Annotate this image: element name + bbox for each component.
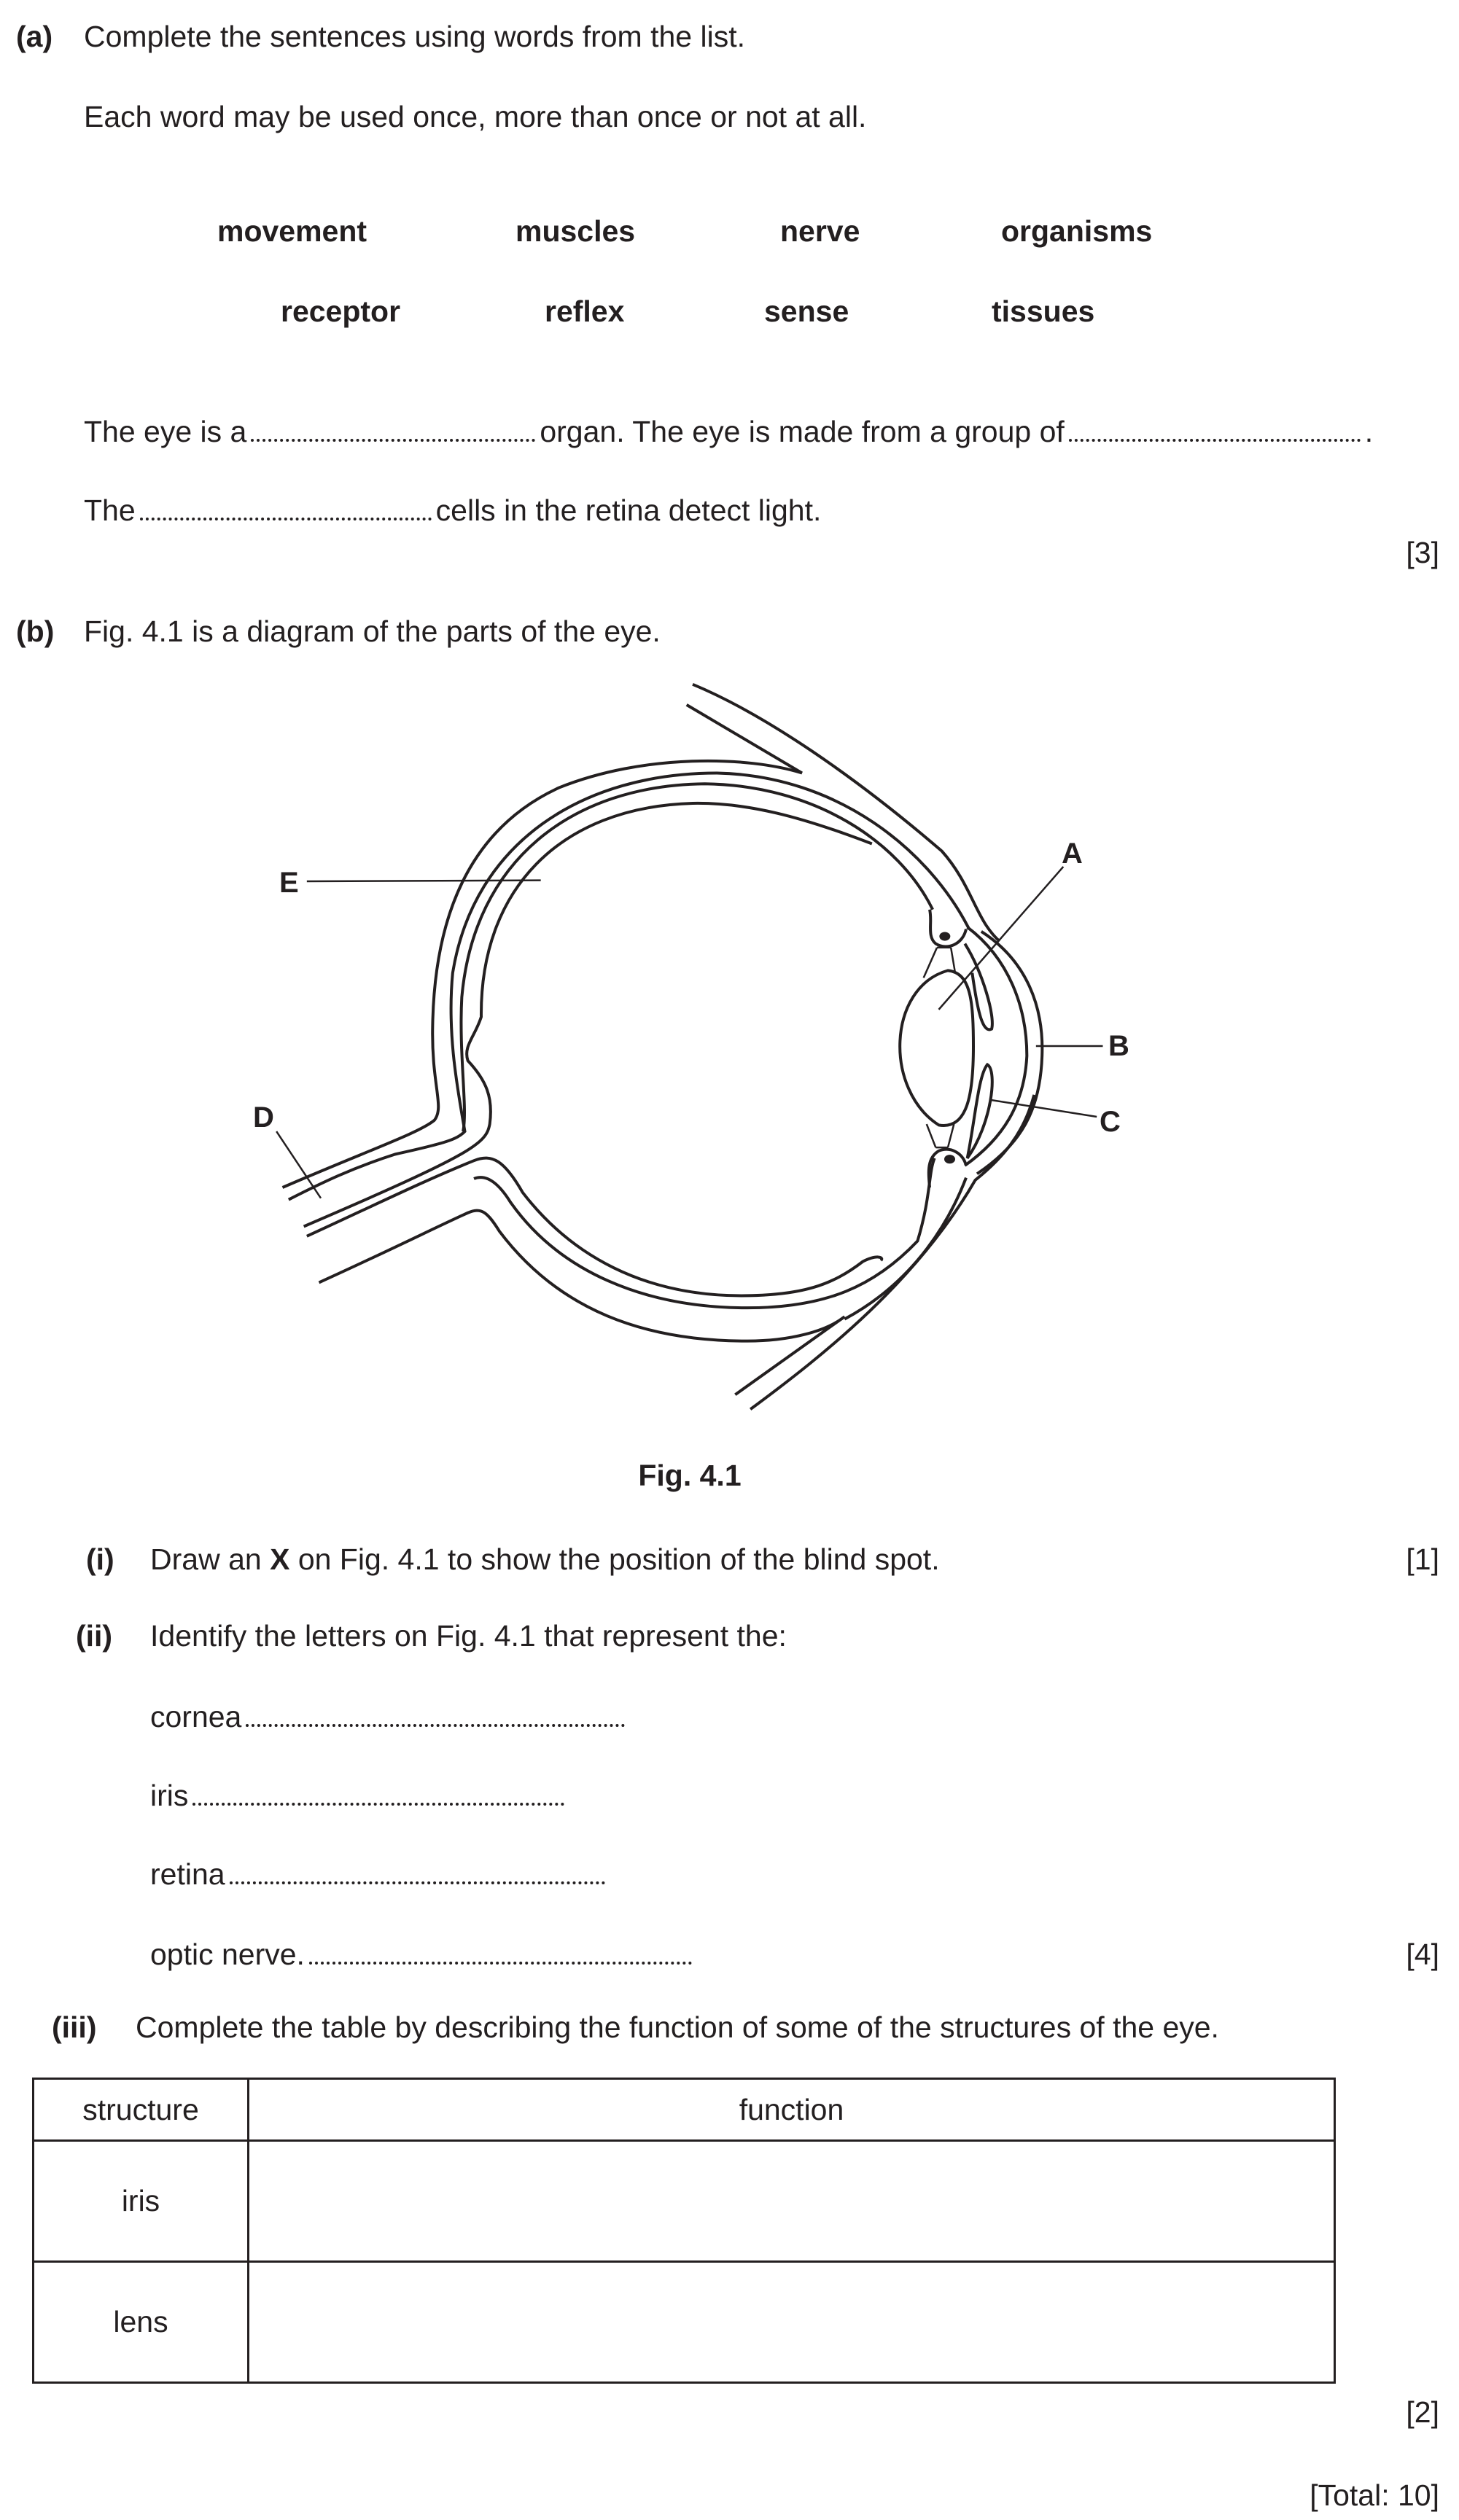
- answer-blank-iris[interactable]: [192, 1778, 565, 1806]
- sclera-lower: [319, 1211, 845, 1395]
- answer-blank-retina[interactable]: [229, 1857, 605, 1884]
- part-b-label: (b): [16, 615, 55, 648]
- q2-item-label: cornea: [150, 1700, 242, 1733]
- structure-function-table: structure function iris lens: [32, 2078, 1336, 2384]
- choroid: [461, 784, 933, 1131]
- marks-a: [3]: [1406, 536, 1439, 569]
- cornea-inner: [965, 927, 1027, 1166]
- retina: [304, 803, 872, 1227]
- upper-eyelid-outer: [693, 684, 1000, 941]
- word-reflex: reflex: [545, 294, 625, 328]
- ciliary-body-lower: [929, 1150, 966, 1187]
- table-header-row: structure function: [32, 2078, 1336, 2142]
- q2-item-optic-nerve: optic nerve.: [150, 1936, 696, 1973]
- suspensory-ligaments-upper: [924, 948, 955, 978]
- suspensory-ligaments-lower: [927, 1124, 954, 1147]
- q2-item-iris: iris: [150, 1777, 569, 1814]
- word-organisms: organisms: [1001, 214, 1153, 248]
- q2-item-label: optic nerve.: [150, 1938, 305, 1971]
- q2-item-retina: retina: [150, 1856, 610, 1892]
- part-a-note: Each word may be used once, more than on…: [84, 100, 867, 133]
- word-movement: movement: [217, 214, 367, 248]
- answer-blank-2[interactable]: [1068, 414, 1361, 442]
- sentence-1: The eye is a organ. The eye is made from …: [84, 413, 1373, 450]
- word-receptor: receptor: [281, 294, 401, 328]
- part-a-label: (a): [16, 20, 53, 53]
- label-line-d: [276, 1131, 321, 1198]
- figure-label-a: A: [1062, 838, 1083, 870]
- function-answer-cell-iris[interactable]: [247, 2139, 1336, 2263]
- structure-cell: iris: [32, 2139, 249, 2263]
- answer-blank-cornea[interactable]: [246, 1699, 626, 1727]
- word-sense: sense: [764, 294, 849, 328]
- label-line-c: [989, 1100, 1097, 1117]
- answer-blank-1[interactable]: [251, 414, 536, 442]
- table-row: lens: [32, 2260, 1336, 2384]
- cornea-outer: [977, 932, 1042, 1174]
- sentence-1-start: The eye is a: [84, 415, 247, 448]
- table-row: iris: [32, 2139, 1336, 2263]
- ciliary-body-upper: [930, 910, 966, 947]
- header-structure: structure: [32, 2078, 249, 2142]
- figure-label-e: E: [279, 867, 299, 899]
- label-line-a: [939, 867, 1064, 1010]
- q2-text: Identify the letters on Fig. 4.1 that re…: [150, 1619, 787, 1653]
- word-muscles: muscles: [515, 214, 636, 248]
- q1-text: Draw an X on Fig. 4.1 to show the positi…: [150, 1541, 940, 1577]
- sentence-2-end: cells in the retina detect light.: [435, 494, 822, 527]
- sentence-1-mid: organ. The eye is made from a group of: [540, 415, 1065, 448]
- sentence-2-start: The: [84, 494, 136, 527]
- iris-upper: [965, 944, 992, 1030]
- iris-lower: [968, 1064, 992, 1158]
- figure-label-c: C: [1100, 1106, 1121, 1138]
- q2-item-label: retina: [150, 1857, 225, 1891]
- upper-eyelid-inner: [687, 705, 802, 773]
- marks-q3: [2]: [1406, 2395, 1439, 2429]
- total-marks: [Total: 10]: [1310, 2478, 1439, 2512]
- word-tissues: tissues: [992, 294, 1095, 328]
- header-function: function: [247, 2078, 1336, 2142]
- part-b-intro: Fig. 4.1 is a diagram of the parts of th…: [84, 615, 661, 648]
- q2-item-cornea: cornea: [150, 1698, 629, 1735]
- sentence-2: The cells in the retina detect light.: [84, 492, 821, 528]
- lens: [900, 970, 973, 1126]
- q3-text: Complete the table by describing the fun…: [136, 2010, 1219, 2044]
- q2-label: (ii): [76, 1619, 113, 1653]
- sentence-1-end: .: [1364, 415, 1374, 448]
- choroid-lower: [474, 1158, 935, 1308]
- figure-label-b: B: [1108, 1030, 1129, 1062]
- part-a-instruction: Complete the sentences using words from …: [84, 20, 745, 53]
- optic-nerve-lower: [307, 1158, 882, 1296]
- answer-blank-3[interactable]: [139, 493, 432, 520]
- function-answer-cell-lens[interactable]: [247, 2260, 1336, 2384]
- sclera-lower-inner: [844, 1178, 966, 1319]
- q2-item-label: iris: [150, 1779, 189, 1812]
- marks-q2: [4]: [1406, 1938, 1439, 1971]
- sclera-outer: [283, 761, 803, 1187]
- structure-cell: lens: [32, 2260, 249, 2384]
- marks-q1: [1]: [1406, 1542, 1439, 1576]
- sclera-inner: [289, 773, 969, 1200]
- ciliary-dot-upper: [939, 932, 951, 941]
- figure-caption: Fig. 4.1: [638, 1459, 742, 1492]
- q3-label: (iii): [52, 2010, 97, 2044]
- word-nerve: nerve: [780, 214, 860, 248]
- q1-text-x: X: [270, 1542, 290, 1576]
- figure-label-d: D: [253, 1101, 274, 1134]
- q1-text-pre: Draw an: [150, 1542, 271, 1576]
- answer-blank-optic-nerve[interactable]: [308, 1937, 692, 1965]
- eye-diagram[interactable]: [219, 656, 1167, 1421]
- ciliary-dot-lower: [944, 1155, 955, 1164]
- q1-text-post: on Fig. 4.1 to show the position of the …: [289, 1542, 940, 1576]
- q1-label: (i): [86, 1542, 114, 1576]
